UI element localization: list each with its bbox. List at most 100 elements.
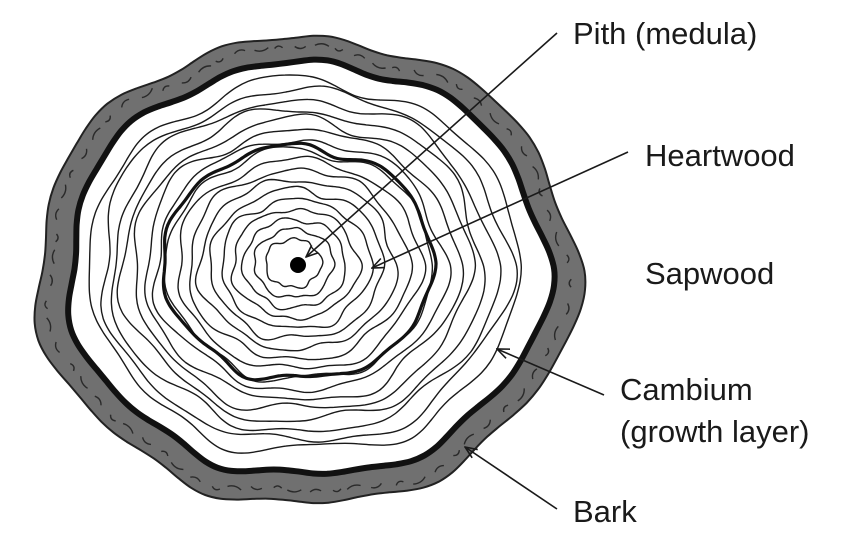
heartwood-boundary-ring [161, 141, 438, 382]
growth-ring [144, 128, 465, 401]
bark-texture-stroke [51, 249, 56, 265]
bark-texture-stroke [334, 47, 344, 52]
pith-dot [290, 257, 306, 273]
sapwood-label: Sapwood [645, 256, 775, 291]
growth-ring [209, 185, 386, 341]
bark-texture-stroke [532, 166, 540, 180]
bark-texture-stroke [122, 422, 134, 434]
bark-texture-stroke [162, 85, 170, 91]
bark-texture-stroke [54, 208, 60, 220]
pith-label: Pith (medula) [573, 16, 758, 51]
bark-texture-stroke [332, 488, 342, 493]
bark-texture-stroke [473, 97, 483, 106]
bark-texture-stroke [92, 127, 101, 140]
growth-ring [253, 226, 336, 298]
bark-texture-stroke [436, 73, 449, 83]
bark-texture [44, 43, 572, 493]
bark-texture-stroke [46, 317, 52, 332]
growth-ring [189, 167, 414, 361]
bark-texture-stroke [94, 395, 102, 406]
growth-ring [240, 217, 346, 311]
bark-texture-stroke [81, 148, 88, 160]
bark-texture-stroke [141, 437, 152, 446]
bark-texture-stroke [434, 464, 444, 473]
bark-texture-stroke [453, 450, 460, 457]
bark-texture-stroke [565, 303, 570, 315]
growth-ring [177, 155, 427, 370]
bark-label: Bark [573, 494, 637, 529]
bark-texture-stroke [121, 98, 130, 108]
pith-pointer [306, 32, 558, 257]
bark-texture-stroke [80, 376, 88, 389]
cambium-sublabel: (growth layer) [620, 414, 810, 449]
bark-texture-stroke [544, 347, 550, 357]
bark-texture-stroke [161, 450, 169, 457]
bark-texture-stroke [520, 146, 528, 157]
bark-texture-stroke [455, 84, 463, 91]
growth-ring [88, 74, 523, 454]
bark-texture-stroke [60, 184, 67, 199]
growth-rings [88, 74, 523, 454]
growth-ring [110, 98, 502, 433]
growth-ring [133, 113, 477, 411]
bark-texture-stroke [227, 485, 242, 491]
bark-texture-stroke [553, 325, 559, 341]
bark-texture-stroke [109, 414, 116, 422]
bark-texture-stroke [274, 45, 284, 49]
bark-texture-stroke [44, 300, 49, 310]
bark-texture-stroke [314, 43, 330, 47]
bark-texture-stroke [413, 69, 424, 77]
growth-ring [194, 178, 399, 352]
bark-texture-stroke [190, 476, 201, 483]
bark-texture-stroke [463, 433, 475, 445]
growth-ring [116, 108, 486, 423]
bark-texture-stroke [413, 476, 426, 485]
bark-texture-stroke [286, 489, 302, 493]
bark-texture-stroke [309, 488, 322, 493]
bark-texture-stroke [568, 278, 572, 288]
bark-texture-stroke [395, 480, 404, 486]
bark-texture-stroke [346, 484, 361, 490]
pointer-lines [306, 32, 629, 510]
bark-texture-stroke [54, 341, 61, 353]
bark-texture-stroke [55, 233, 59, 243]
cambium-pointer [497, 349, 605, 396]
bark-texture-stroke [353, 54, 366, 59]
bark-texture-stroke [370, 482, 382, 489]
bark-texture-stroke [502, 404, 509, 413]
bark-texture-stroke [198, 65, 212, 73]
bark-texture-stroke [517, 388, 525, 402]
bark-texture-stroke [294, 45, 307, 50]
bark-texture-stroke [250, 485, 263, 491]
bark-pointer [465, 447, 558, 510]
bark-texture-stroke [233, 49, 246, 55]
bark-texture-stroke [506, 128, 512, 136]
bark-texture-stroke [531, 368, 538, 380]
cambium-label: Cambium [620, 372, 753, 407]
growth-ring [100, 85, 518, 443]
bark-texture-stroke [489, 112, 500, 125]
growth-ring [230, 207, 363, 321]
growth-ring [151, 139, 452, 394]
bark-texture-stroke [546, 209, 552, 222]
heartwood-pointer [372, 151, 629, 268]
bark-texture-stroke [170, 462, 184, 471]
bark-texture-stroke [483, 419, 491, 430]
growth-ring [221, 197, 375, 329]
bark-texture-stroke [554, 231, 560, 247]
bark-texture-stroke [254, 47, 269, 52]
bark-texture-stroke [211, 485, 221, 491]
bark-texture-stroke [105, 115, 111, 123]
bark-texture-stroke [141, 87, 153, 99]
bark-texture-stroke [69, 362, 75, 372]
bark-texture-stroke [49, 274, 53, 287]
bark-texture-stroke [566, 254, 570, 264]
heartwood-label: Heartwood [645, 138, 795, 173]
bark-texture-stroke [273, 485, 283, 489]
growth-ring [265, 236, 324, 289]
bark-texture-stroke [181, 76, 192, 84]
bark-texture-stroke [69, 169, 74, 178]
bark-texture-stroke [391, 66, 401, 72]
bark-texture-stroke [371, 62, 386, 69]
